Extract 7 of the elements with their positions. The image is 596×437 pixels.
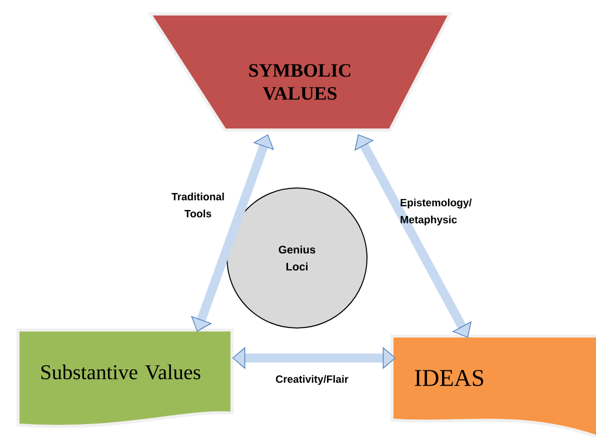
document-box: Substantive Values xyxy=(16,328,234,428)
edge-label: Creativity/Flair xyxy=(276,375,348,385)
edge-label: Epistemology/ Metaphysic xyxy=(400,198,472,226)
document-box: IDEAS xyxy=(390,334,596,437)
edge-label: Traditional Tools xyxy=(172,192,224,218)
double-arrow xyxy=(354,134,472,338)
double-arrow xyxy=(232,346,396,370)
